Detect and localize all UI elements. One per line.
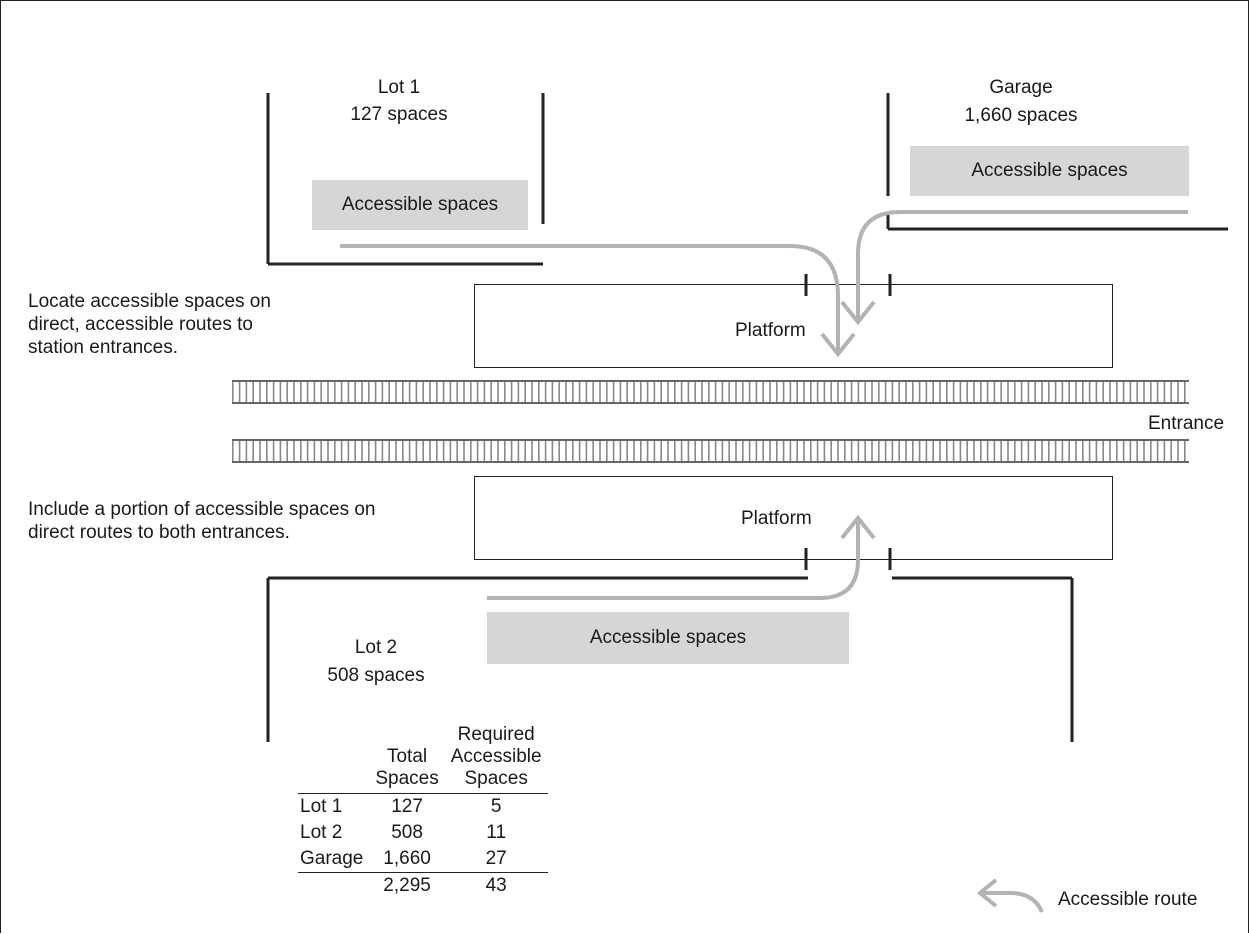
row-name: Garage: [300, 848, 364, 869]
legend-label: Accessible route: [1058, 889, 1198, 910]
table-header-row: Total Spaces Required Accessible Spaces: [298, 724, 548, 794]
header-line: Required: [457, 724, 535, 745]
note-bottom-line: Include a portion of accessible spaces o…: [28, 499, 376, 520]
row-required: 5: [490, 796, 502, 817]
lot1-boundary: [266, 93, 545, 266]
garage-name: Garage: [989, 77, 1053, 98]
platform-north: Platform: [474, 284, 1113, 368]
header-line: Spaces: [464, 768, 528, 789]
lot1-name: Lot 1: [377, 77, 421, 98]
garage-boundary: [886, 93, 1228, 231]
row-required: 11: [486, 822, 507, 843]
platform-south: Platform: [474, 476, 1113, 560]
accessible-route-garage: [840, 210, 1188, 326]
lot2-title: Lot 2 508 spaces: [306, 636, 446, 688]
rail-track-north: [232, 380, 1189, 404]
curved-arrow-icon: [976, 878, 1044, 913]
lot1-spaces: 127 spaces: [350, 104, 448, 125]
entrance-label: Entrance: [1148, 413, 1225, 434]
accessible-route-lot1: [340, 244, 856, 358]
note-top-line: direct, accessible routes to: [28, 314, 253, 335]
lot2-spaces: 508 spaces: [327, 665, 425, 686]
accessible-route-lot2: [487, 514, 876, 600]
garage-accessible-spaces: Accessible spaces: [910, 146, 1189, 196]
lot1-accessible-spaces: Accessible spaces: [312, 180, 528, 230]
table-header-total: Total Spaces: [369, 724, 445, 794]
note-top: Locate accessible spaces on direct, acce…: [28, 290, 271, 359]
row-name: Lot 2: [300, 822, 343, 843]
lot2-name: Lot 2: [354, 637, 398, 658]
garage-title: Garage 1,660 spaces: [946, 76, 1096, 128]
table-row: Lot 2 508 11: [298, 820, 548, 846]
lot1-accessible-label: Accessible spaces: [341, 194, 499, 215]
rail-track-south: [232, 439, 1189, 463]
table-row: Garage 1,660 27: [298, 846, 548, 873]
row-total: 1,660: [383, 848, 431, 869]
total-spaces: 2,295: [369, 872, 445, 899]
total-required: 43: [444, 872, 548, 899]
table-header-blank: [298, 724, 370, 794]
total-blank: [298, 872, 370, 899]
entrance-markers: [804, 274, 892, 570]
note-bottom: Include a portion of accessible spaces o…: [28, 498, 376, 544]
header-line: Spaces: [375, 768, 439, 789]
lot2-boundary: [266, 576, 1074, 742]
accessible-spaces-table: Total Spaces Required Accessible Spaces …: [298, 724, 548, 899]
table-row: Lot 1 127 5: [298, 794, 548, 821]
lot1-title: Lot 1 127 spaces: [334, 76, 464, 127]
row-total: 508: [391, 822, 423, 843]
platform-north-label: Platform: [735, 320, 806, 341]
table-header-required: Required Accessible Spaces: [444, 724, 548, 794]
note-top-line: station entrances.: [28, 337, 178, 358]
garage-spaces: 1,660 spaces: [964, 105, 1078, 126]
header-line: Total: [386, 746, 428, 767]
row-total: 127: [391, 796, 423, 817]
table-total-row: 2,295 43: [298, 872, 548, 899]
platform-south-label: Platform: [741, 508, 812, 529]
row-name: Lot 1: [300, 796, 343, 817]
lot2-accessible-spaces: Accessible spaces: [487, 612, 849, 664]
note-top-line: Locate accessible spaces on: [28, 291, 271, 312]
garage-accessible-label: Accessible spaces: [971, 160, 1128, 181]
lot2-accessible-label: Accessible spaces: [589, 627, 747, 648]
row-required: 27: [485, 848, 507, 869]
note-bottom-line: direct routes to both entrances.: [28, 522, 290, 543]
header-line: Accessible: [450, 746, 542, 767]
